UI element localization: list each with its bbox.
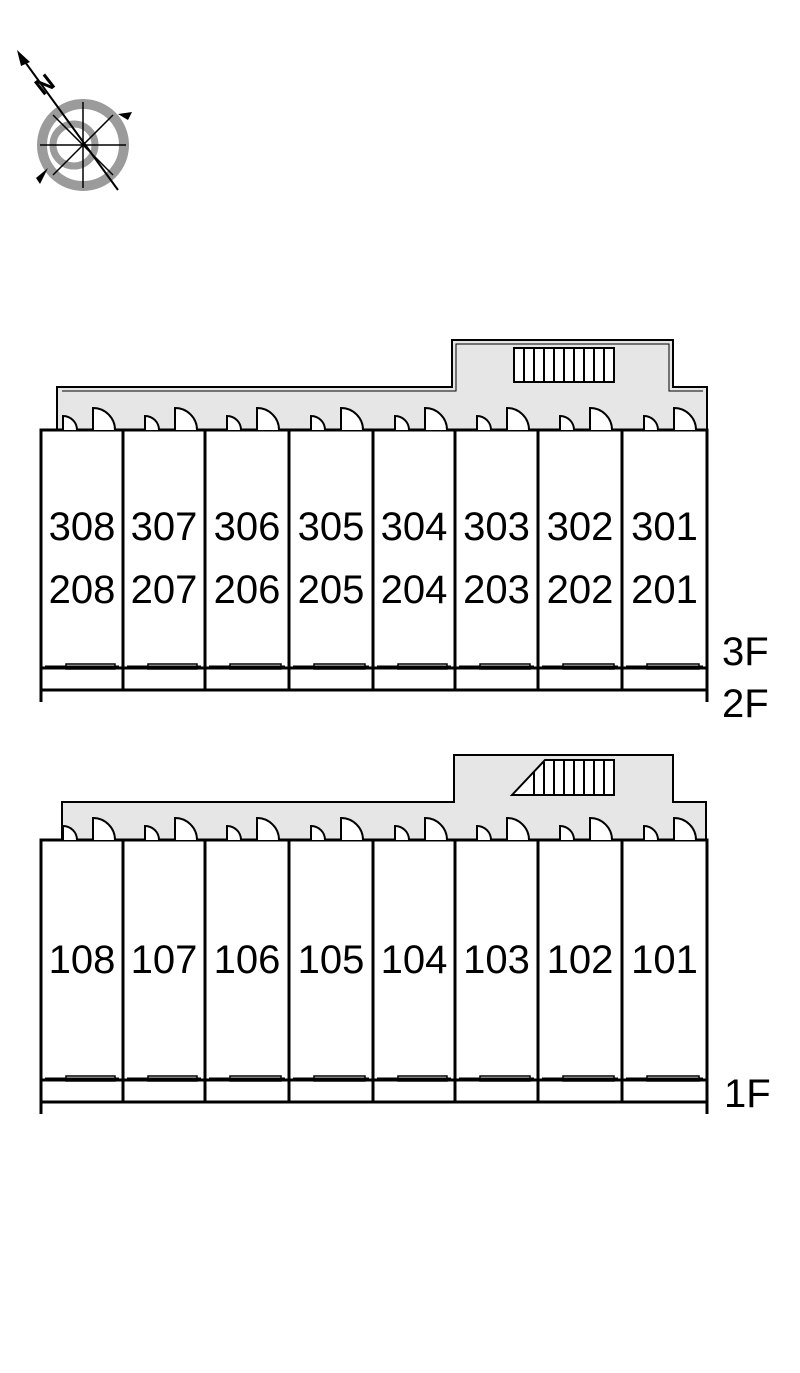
unit-entrance-door-icon <box>62 406 116 431</box>
unit-entrance-door-icon <box>310 406 364 431</box>
balcony-window-icon <box>459 663 534 670</box>
unit-number-1f: 102 <box>547 938 614 982</box>
balcony-window-icon <box>209 663 285 670</box>
compass-north-arrow-icon <box>17 50 132 191</box>
unit-number-1f: 104 <box>381 938 448 982</box>
unit-entrance-door-icon <box>144 816 198 841</box>
balcony-window-icon <box>459 1075 534 1082</box>
balcony-window-icon <box>377 1075 451 1082</box>
balcony-window-icon <box>45 1075 119 1082</box>
unit-number-1f: 105 <box>298 938 365 982</box>
balcony-window-icon <box>293 663 369 670</box>
lower-building-block: 108 107 106 105 104 103 102 101 1F <box>39 754 771 1116</box>
upper-staircase <box>513 347 615 383</box>
unit-number-3f: 303 <box>463 505 530 549</box>
unit-entrance-door-icon <box>226 406 280 431</box>
unit-entrance-door-icon <box>559 406 613 431</box>
unit-number-2f: 201 <box>631 568 698 612</box>
floor-label-1f: 1F <box>724 1072 771 1116</box>
unit-entrance-door-icon <box>394 406 448 431</box>
unit-number-2f: 206 <box>214 568 281 612</box>
balcony-window-icon <box>45 663 119 670</box>
balcony-window-icon <box>293 1075 369 1082</box>
balcony-window-icon <box>127 663 201 670</box>
unit-number-3f: 308 <box>49 505 116 549</box>
unit-number-3f: 307 <box>131 505 198 549</box>
balcony-window-icon <box>542 663 618 670</box>
compass: N <box>17 50 132 191</box>
unit-number-1f: 107 <box>131 938 198 982</box>
balcony-window-icon <box>626 1075 703 1082</box>
unit-entrance-door-icon <box>226 816 280 841</box>
floor-label-3f: 3F <box>722 630 769 674</box>
unit-number-3f: 301 <box>631 505 698 549</box>
unit-number-1f: 106 <box>214 938 281 982</box>
unit-number-2f: 203 <box>463 568 530 612</box>
floor-label-2f: 2F <box>722 682 769 726</box>
unit-entrance-door-icon <box>62 816 116 841</box>
unit-number-2f: 207 <box>131 568 198 612</box>
balcony-window-icon <box>626 663 703 670</box>
unit-entrance-door-icon <box>394 816 448 841</box>
unit-number-3f: 304 <box>381 505 448 549</box>
unit-entrance-door-icon <box>643 406 697 431</box>
unit-number-1f: 101 <box>631 938 698 982</box>
lower-staircase <box>509 759 615 796</box>
unit-number-3f: 306 <box>214 505 281 549</box>
balcony-window-icon <box>377 663 451 670</box>
unit-entrance-door-icon <box>559 816 613 841</box>
unit-number-1f: 103 <box>463 938 530 982</box>
unit-number-2f: 205 <box>298 568 365 612</box>
balcony-window-icon <box>542 1075 618 1082</box>
unit-entrance-door-icon <box>476 816 530 841</box>
unit-number-2f: 208 <box>49 568 116 612</box>
balcony-window-icon <box>127 1075 201 1082</box>
unit-number-2f: 204 <box>381 568 448 612</box>
unit-number-1f: 108 <box>49 938 116 982</box>
unit-number-3f: 302 <box>547 505 614 549</box>
unit-entrance-door-icon <box>476 406 530 431</box>
upper-building-block: 308 307 306 305 304 303 302 301 208 207 206 205 204… <box>39 339 769 726</box>
balcony-window-icon <box>209 1075 285 1082</box>
unit-number-3f: 305 <box>298 505 365 549</box>
unit-entrance-door-icon <box>643 816 697 841</box>
unit-entrance-door-icon <box>144 406 198 431</box>
unit-entrance-door-icon <box>310 816 364 841</box>
unit-number-2f: 202 <box>547 568 614 612</box>
